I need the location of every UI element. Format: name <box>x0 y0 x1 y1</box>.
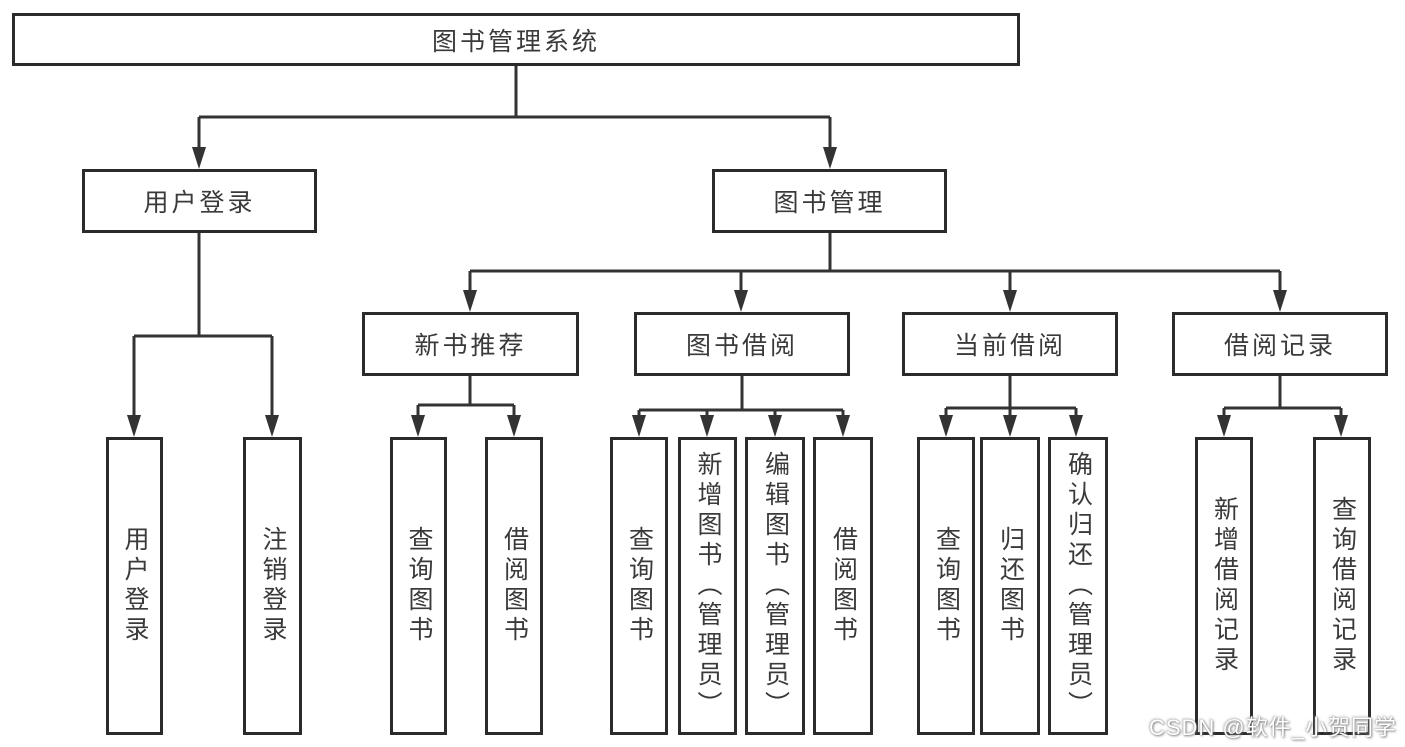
node-root: 图书管理系统 <box>12 13 1020 66</box>
arrow-down-icon <box>1273 290 1287 312</box>
node-user-login-label: 用户登录 <box>143 189 256 217</box>
arrow-down-icon <box>1334 415 1348 437</box>
leaf-add-book-admin-label: 新增图书（管理员） <box>694 451 722 721</box>
leaf-borrow-books-label: 借阅图书 <box>829 526 858 646</box>
node-new-book-recommend-label: 新书推荐 <box>414 332 527 360</box>
arrow-down-icon <box>734 290 748 312</box>
connector-book-management <box>468 233 1282 292</box>
leaf-borrow-books-recommend: 借阅图书 <box>485 437 543 735</box>
arrow-down-icon <box>632 415 646 437</box>
connector-user-login <box>132 233 274 417</box>
arrowheads-book-management <box>463 290 1287 312</box>
leaf-query-books-borrow: 查询图书 <box>610 437 668 735</box>
arrowheads-current-borrow <box>939 415 1083 437</box>
leaf-confirm-return-admin: 确认归还（管理员） <box>1048 437 1108 735</box>
leaf-user-login-label: 用户登录 <box>121 526 149 646</box>
arrow-down-icon <box>823 147 837 169</box>
arrow-down-icon <box>265 415 279 437</box>
leaf-edit-book-admin-label: 编辑图书（管理员） <box>761 451 790 721</box>
node-book-management: 图书管理 <box>712 169 947 233</box>
arrowheads-new-book <box>411 415 521 437</box>
arrow-down-icon <box>411 415 425 437</box>
arrow-down-icon <box>1003 415 1017 437</box>
node-book-management-label: 图书管理 <box>773 189 886 217</box>
arrow-down-icon <box>768 415 782 437</box>
connector-current-borrow <box>944 376 1078 417</box>
watermark: CSDN @软件_小贺同学 <box>1148 715 1397 740</box>
leaf-add-borrow-record-label: 新增借阅记录 <box>1210 496 1239 676</box>
arrow-down-icon <box>836 415 850 437</box>
arrowheads-borrow-records <box>1217 415 1348 437</box>
arrow-down-icon <box>127 415 141 437</box>
arrow-down-icon <box>700 415 714 437</box>
leaf-return-books: 归还图书 <box>980 437 1040 735</box>
arrow-down-icon <box>1003 290 1017 312</box>
arrowheads-root <box>192 147 837 169</box>
node-book-borrow-label: 图书借阅 <box>685 332 798 360</box>
leaf-query-borrow-record: 查询借阅记录 <box>1313 437 1371 735</box>
leaf-query-borrow-record-label: 查询借阅记录 <box>1328 496 1357 676</box>
arrow-down-icon <box>1069 415 1083 437</box>
leaf-user-login: 用户登录 <box>106 437 163 735</box>
node-user-login: 用户登录 <box>82 169 317 233</box>
arrow-down-icon <box>939 415 953 437</box>
connector-new-book <box>416 376 516 417</box>
leaf-query-books-borrow-label: 查询图书 <box>625 526 654 646</box>
leaf-borrow-books-recommend-label: 借阅图书 <box>500 526 529 646</box>
node-current-borrow: 当前借阅 <box>902 312 1118 376</box>
arrowheads-book-borrow <box>632 415 850 437</box>
leaf-logout-label: 注销登录 <box>259 526 287 646</box>
leaf-edit-book-admin: 编辑图书（管理员） <box>745 437 805 735</box>
connector-borrow-records <box>1222 376 1343 417</box>
node-borrow-records: 借阅记录 <box>1172 312 1388 376</box>
leaf-add-book-admin: 新增图书（管理员） <box>678 437 737 735</box>
leaf-logout: 注销登录 <box>243 437 302 735</box>
leaf-query-books-recommend: 查询图书 <box>390 437 447 735</box>
arrow-down-icon <box>463 290 477 312</box>
connector-book-borrow <box>637 376 845 417</box>
leaf-query-books-current-label: 查询图书 <box>932 526 961 646</box>
leaf-add-borrow-record: 新增借阅记录 <box>1195 437 1253 735</box>
arrow-down-icon <box>192 147 206 169</box>
arrow-down-icon <box>507 415 521 437</box>
leaf-query-books-current: 查询图书 <box>917 437 975 735</box>
leaf-borrow-books: 借阅图书 <box>813 437 873 735</box>
leaf-return-books-label: 归还图书 <box>996 526 1025 646</box>
node-root-label: 图书管理系统 <box>431 27 600 56</box>
connector-root <box>197 66 832 149</box>
arrowheads-user-login <box>127 415 279 437</box>
leaf-query-books-recommend-label: 查询图书 <box>405 526 433 646</box>
leaf-confirm-return-admin-label: 确认归还（管理员） <box>1064 451 1093 721</box>
node-borrow-records-label: 借阅记录 <box>1223 332 1336 360</box>
node-book-borrow: 图书借阅 <box>634 312 850 376</box>
arrow-down-icon <box>1217 415 1231 437</box>
node-new-book-recommend: 新书推荐 <box>362 312 579 376</box>
node-current-borrow-label: 当前借阅 <box>953 332 1066 360</box>
